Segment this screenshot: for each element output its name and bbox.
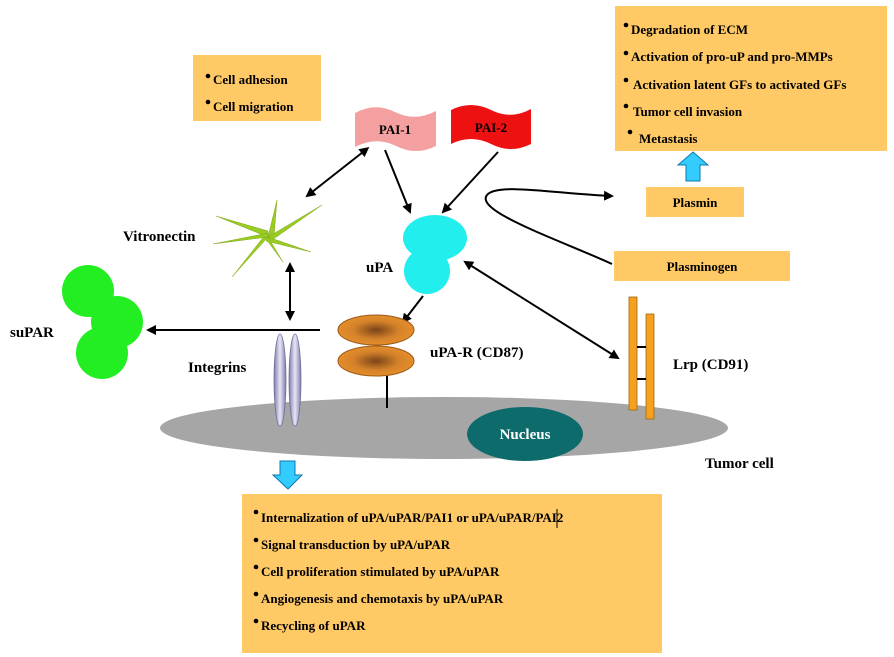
upa-label: uPA <box>366 260 393 276</box>
bottom-effect-item: Signal transduction by uPA/uPAR <box>261 537 451 552</box>
bullet-icon <box>623 103 629 109</box>
adhesion-item: Cell adhesion <box>213 72 289 87</box>
bullet-icon <box>253 618 259 624</box>
bullet-icon <box>253 509 259 515</box>
cell-adhesion-box <box>193 55 321 121</box>
lrp-bar-left <box>628 296 638 411</box>
integrin-left <box>273 333 287 427</box>
bottom-effects-box <box>242 494 662 653</box>
upar-label: uPA-R (CD87) <box>430 345 523 361</box>
vitronectin-shape <box>212 199 323 278</box>
plasminogen-box <box>614 251 790 281</box>
upa-lower-lobe <box>404 248 450 294</box>
effect-item: Activation latent GFs to activated GFs <box>633 77 846 92</box>
upa-to-upar-arrow <box>401 295 424 324</box>
bullet-icon <box>205 73 211 79</box>
bullet-icon <box>253 591 259 597</box>
up-arrow-icon <box>676 151 710 182</box>
bullet-icon <box>253 564 259 570</box>
plasminogen-label: Plasminogen <box>667 259 739 274</box>
tumor-cell-label: Tumor cell <box>705 456 774 472</box>
bullet-icon <box>253 537 259 543</box>
plasminogen-to-plasmin-arrow <box>484 188 614 265</box>
integrin-right <box>288 333 302 427</box>
pai1-to-upa-arrow <box>384 149 412 214</box>
effect-item: Tumor cell invasion <box>633 104 743 119</box>
lrp-bar-right <box>645 313 655 420</box>
top-right-effects-list: Degradation of ECM Activation of pro-uP … <box>623 22 846 146</box>
nucleus-label: Nucleus <box>500 427 551 443</box>
upar-disc-bottom <box>337 345 415 377</box>
top-right-effects-box <box>615 6 887 151</box>
pai2-flag <box>451 105 531 149</box>
bullet-icon <box>623 22 629 28</box>
pai2-label: PAI-2 <box>475 120 507 135</box>
bottom-effects-list: Internalization of uPA/uPAR/PAI1 or uPA/… <box>253 509 563 633</box>
pai1-flag <box>355 107 436 151</box>
bullet-icon <box>205 99 211 105</box>
effect-item: Degradation of ECM <box>631 22 748 37</box>
effect-item: Activation of pro-uP and pro-MMPs <box>631 49 833 64</box>
lrp-label: Lrp (CD91) <box>673 357 748 373</box>
bullet-icon <box>623 77 629 83</box>
integrins-label: Integrins <box>188 360 247 376</box>
plasmin-box <box>646 187 744 217</box>
bottom-effect-item: Angiogenesis and chemotaxis by uPA/uPAR <box>261 591 504 606</box>
supar-label: suPAR <box>10 325 54 341</box>
bottom-effect-item: Recycling of uPAR <box>261 618 366 633</box>
vitronectin-label: Vitronectin <box>123 229 196 245</box>
pai2-to-upa-arrow <box>441 151 499 214</box>
supar-bottom <box>76 327 128 379</box>
effect-item: Metastasis <box>639 131 698 146</box>
pai1-label: PAI-1 <box>379 122 411 137</box>
pai1-vitronectin-arrow <box>305 147 370 198</box>
bottom-effect-item: Cell proliferation stimulated by uPA/uPA… <box>261 564 500 579</box>
tumor-cell-membrane <box>160 397 728 459</box>
adhesion-item: Cell migration <box>213 99 294 114</box>
bottom-effect-item: Internalization of uPA/uPAR/PAI1 or uPA/… <box>261 510 563 525</box>
down-arrow-icon <box>271 460 304 490</box>
bullet-icon <box>627 129 633 135</box>
upar-disc-top <box>337 314 415 346</box>
bullet-icon <box>623 50 629 56</box>
upa-lrp-arrow <box>463 260 620 360</box>
plasmin-label: Plasmin <box>673 195 719 210</box>
nucleus <box>467 407 583 461</box>
